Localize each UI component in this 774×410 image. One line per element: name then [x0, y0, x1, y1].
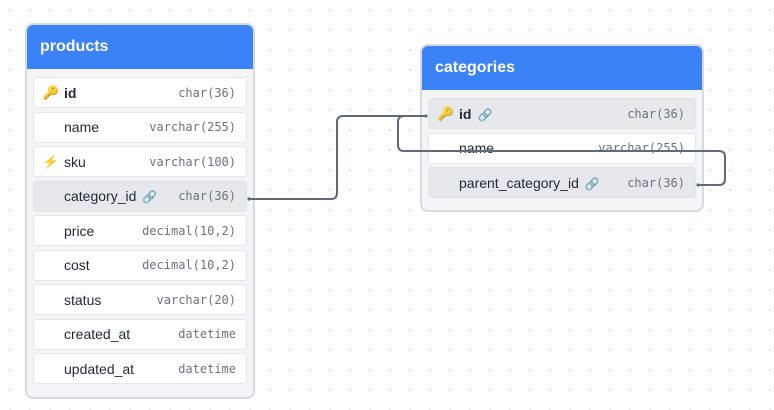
column-type: varchar(255)	[598, 141, 685, 155]
key-icon: 🔑	[437, 105, 455, 121]
column-type: char(36)	[627, 106, 685, 121]
column-name: id 🔗	[459, 106, 492, 122]
table-products[interactable]: products 🔑 id char(36) name varchar(255)…	[25, 23, 255, 399]
column-row-parent-category-id[interactable]: parent_category_id 🔗 char(36)	[428, 167, 696, 198]
column-name-text: id	[459, 105, 472, 122]
column-type: decimal(10,2)	[142, 223, 236, 238]
table-header[interactable]: categories	[422, 46, 702, 90]
column-row-name[interactable]: name varchar(255)	[428, 132, 696, 164]
table-categories[interactable]: categories 🔑 id 🔗 char(36) name varchar(2…	[420, 44, 704, 212]
column-type: varchar(20)	[156, 292, 236, 307]
link-icon: 🔗	[142, 190, 158, 204]
table-header[interactable]: products	[27, 25, 253, 69]
table-title: categories	[435, 59, 516, 76]
column-name: name	[64, 119, 100, 135]
column-type: decimal(10,2)	[142, 258, 236, 272]
column-type: varchar(255)	[149, 120, 236, 134]
column-row-updated-at[interactable]: updated_at datetime	[33, 353, 247, 384]
column-row-name[interactable]: name varchar(255)	[33, 111, 247, 143]
column-name: category_id 🔗	[64, 188, 157, 204]
column-type: datetime	[178, 361, 236, 376]
column-type: varchar(100)	[149, 154, 236, 169]
column-type: char(36)	[178, 85, 236, 100]
column-name: parent_category_id 🔗	[459, 175, 600, 191]
column-name: updated_at	[64, 360, 135, 377]
column-type: char(36)	[627, 175, 685, 190]
column-row-sku[interactable]: ⚡ sku varchar(100)	[33, 146, 247, 177]
column-row-created-at[interactable]: created_at datetime	[33, 318, 247, 350]
column-name-text: category_id	[64, 188, 137, 204]
column-name: created_at	[64, 326, 131, 342]
column-name: sku	[64, 153, 86, 170]
column-row-cost[interactable]: cost decimal(10,2)	[33, 249, 247, 281]
column-type: char(36)	[178, 189, 236, 203]
link-icon: 🔗	[477, 107, 493, 122]
column-name: cost	[64, 257, 90, 273]
lightning-icon: ⚡	[42, 153, 60, 169]
column-row-price[interactable]: price decimal(10,2)	[33, 215, 247, 246]
table-title: products	[40, 38, 109, 55]
column-name: status	[64, 291, 102, 308]
column-name: name	[459, 140, 495, 156]
column-name: price	[64, 222, 95, 239]
column-name-text: parent_category_id	[459, 174, 579, 191]
column-row-id[interactable]: 🔑 id 🔗 char(36)	[428, 98, 696, 129]
relationship-line-products-category[interactable]	[249, 115, 426, 200]
key-icon: 🔑	[42, 84, 60, 100]
column-row-category-id[interactable]: category_id 🔗 char(36)	[33, 180, 247, 212]
column-row-status[interactable]: status varchar(20)	[33, 284, 247, 315]
column-name: id	[64, 84, 77, 101]
column-type: datetime	[178, 327, 236, 341]
column-row-id[interactable]: 🔑 id char(36)	[33, 77, 247, 108]
link-icon: 🔗	[584, 176, 600, 191]
